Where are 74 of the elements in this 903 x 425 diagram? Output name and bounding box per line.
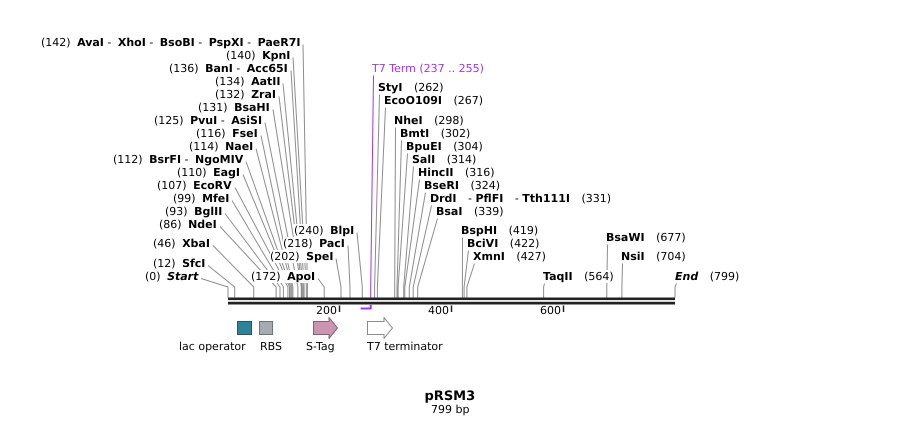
leader-line xyxy=(408,192,426,298)
cut-site-label: (240) BlpI xyxy=(294,224,354,236)
cut-site-label: (112) BsrFI - NgoMIV xyxy=(113,152,244,166)
feature-label: T7 Term (237 .. 255) xyxy=(372,62,484,74)
cut-site-label: SalI (314) xyxy=(412,152,476,166)
leader-line xyxy=(370,75,374,298)
leader-line xyxy=(462,237,463,298)
leader-line xyxy=(398,153,408,298)
cut-site-label: (172) ApoI xyxy=(251,270,316,282)
leader-line xyxy=(403,166,414,298)
cut-site-label: BseRI (324) xyxy=(424,178,500,192)
cut-site-label: (46) XbaI xyxy=(153,236,210,250)
cut-site-label: (93) BglII xyxy=(165,204,222,218)
cut-site-label: NheI (298) xyxy=(394,114,464,126)
cut-site-label: (107) EcoRV xyxy=(157,178,232,192)
leader-line xyxy=(394,127,396,298)
cut-site-label: (131) BsaHI xyxy=(198,100,270,114)
feature-label: S-Tag xyxy=(306,340,335,353)
map-title: pRSM3 xyxy=(424,389,476,404)
dna-backbone xyxy=(228,298,675,304)
cut-site-label: BmtI (302) xyxy=(400,126,470,140)
sequence-length: 799 bp xyxy=(431,402,470,416)
cut-site-label: HincII (316) xyxy=(418,166,495,178)
cut-site-label: BsaI (339) xyxy=(436,204,504,218)
scale-number: 200 xyxy=(316,304,337,316)
leader-line xyxy=(396,140,402,298)
cut-site-label: (142) AvaI - XhoI - BsoBI - PspXI - PaeR7I xyxy=(41,36,300,48)
cut-site-label: (12) SfcI xyxy=(153,256,206,270)
cut-site-label: (125) PvuI - AsiSI xyxy=(154,114,262,126)
cut-site-label: (99) MfeI xyxy=(173,192,230,204)
leader-line xyxy=(336,258,342,298)
leader-line xyxy=(417,218,438,298)
leader-line xyxy=(621,263,623,298)
cut-site-label: XmnI (427) xyxy=(473,250,546,262)
leader-line xyxy=(412,205,432,298)
leader-line xyxy=(543,283,545,298)
cut-site-label: (110) EagI xyxy=(177,166,240,178)
leader-line xyxy=(208,265,236,298)
cut-site-label: (86) NdeI xyxy=(159,218,217,230)
cut-site-label: (136) BanI - Acc65I xyxy=(169,62,288,74)
cut-site-label: TaqII (564) xyxy=(543,270,614,282)
feature-label: lac operator xyxy=(179,340,246,353)
cut-site-label: BpuEI (304) xyxy=(406,140,483,152)
leader-line xyxy=(464,250,469,298)
leader-line xyxy=(404,179,420,298)
cut-site-label: BsaWI (677) xyxy=(606,230,686,244)
leader-line xyxy=(466,263,475,298)
leader-line xyxy=(348,245,350,298)
cut-site-label: (116) FseI xyxy=(196,126,258,140)
cut-site-label: (140) KpnI xyxy=(226,48,290,62)
leader-line xyxy=(212,245,254,298)
leader-line xyxy=(374,94,380,298)
cut-site-label: (132) ZraI xyxy=(215,88,276,100)
leader-line xyxy=(200,278,228,298)
cut-site-label: EcoO109I (267) xyxy=(384,94,484,106)
cut-site-label: (114) NaeI xyxy=(189,140,254,152)
feature-label: T7 terminator xyxy=(367,340,443,353)
scale-number: 400 xyxy=(428,304,449,316)
cut-site-label: DrdI - PflFI - Tth111I (331) xyxy=(430,192,612,204)
leader-line xyxy=(356,232,363,298)
cut-site-label: StyI (262) xyxy=(378,80,444,94)
feature-label: RBS xyxy=(260,340,282,353)
sequence-end-label: (0) Start xyxy=(145,270,198,282)
cut-site-label: NsiI (704) xyxy=(621,250,686,262)
cut-site-label: BciVI (422) xyxy=(467,236,540,250)
scale-number: 600 xyxy=(540,304,561,316)
cut-site-label: (218) PacI xyxy=(283,236,345,250)
leader-line xyxy=(674,283,677,298)
leader-line xyxy=(376,107,386,298)
leader-line xyxy=(318,278,325,298)
cut-site-label: (134) AatII xyxy=(215,74,280,88)
cut-site-label: (202) SpeI xyxy=(270,250,334,262)
sequence-end-label: End (799) xyxy=(675,270,740,282)
cut-site-label: BspHI (419) xyxy=(461,224,538,236)
